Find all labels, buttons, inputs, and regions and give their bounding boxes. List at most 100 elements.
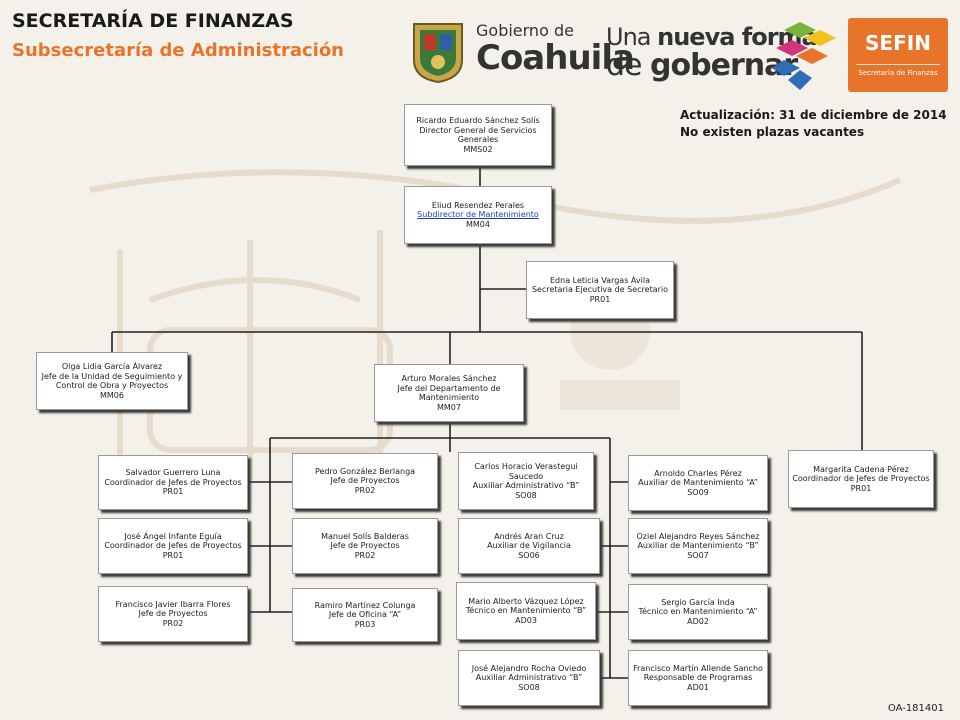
pedro-name: Pedro González Berlanga — [314, 466, 416, 476]
gobierno-de-text: Gobierno de — [476, 21, 574, 40]
org-box-andres: Andrés Aran Cruz Auxiliar de Vigilancia … — [458, 518, 600, 574]
mario-name: Mario Alberto Vázquez López — [468, 596, 584, 606]
sergio-title: Técnico en Mantenimiento “A” — [638, 607, 758, 617]
olga-title-2: Control de Obra y Proyectos — [55, 381, 169, 390]
org-box-carlos: Carlos Horacio Verastegui Saucedo Auxili… — [458, 452, 594, 510]
ramiro-code: PR03 — [354, 619, 376, 629]
org-box-francisco-allende: Francisco Martín Allende Sancho Responsa… — [628, 650, 768, 706]
arnoldo-code: SO09 — [687, 487, 709, 497]
gobierno-coahuila-logo: Gobierno de Coahuila — [476, 21, 635, 78]
colored-diamonds-icon — [772, 22, 836, 90]
francisco-allende-name: Francisco Martín Allende Sancho — [633, 663, 763, 673]
director-code: MMS02 — [463, 144, 493, 154]
ramiro-title: Jefe de Oficina “A” — [328, 610, 402, 620]
oziel-title: Auxiliar de Mantenimiento “B” — [637, 541, 759, 551]
director-name: Ricardo Eduardo Sánchez Solís — [416, 116, 540, 125]
org-box-director: Ricardo Eduardo Sánchez Solís Director G… — [404, 104, 552, 166]
org-box-ramiro: Ramiro Martínez Colunga Jefe de Oficina … — [292, 588, 438, 642]
arnoldo-name: Arnoldo Charles Pérez — [654, 468, 742, 478]
document-code: OA-181401 — [887, 703, 944, 714]
sergio-name: Sergio García Inda — [661, 597, 735, 607]
jose-alejandro-name: José Alejandro Rocha Oviedo — [471, 663, 587, 673]
manuel-code: PR02 — [354, 550, 376, 560]
sefin-text: SEFIN — [865, 31, 931, 55]
carlos-name-2: Saucedo — [508, 471, 544, 481]
sergio-code: AD02 — [687, 616, 709, 626]
olga-title-1: Jefe de la Unidad de Seguimiento y — [41, 371, 183, 381]
org-box-pedro: Pedro González Berlanga Jefe de Proyecto… — [292, 453, 438, 509]
andres-name: Andrés Aran Cruz — [494, 531, 564, 541]
arturo-name: Arturo Morales Sánchez — [401, 374, 497, 383]
salvador-title: Coordinador de Jefes de Proyectos — [104, 477, 242, 487]
olga-name: Olga Lidia García Álvarez — [61, 362, 163, 371]
manuel-name: Manuel Solís Balderas — [321, 531, 409, 541]
org-box-sergio: Sergio García Inda Técnico en Mantenimie… — [628, 584, 768, 640]
carlos-title: Auxiliar Administrativo “B” — [472, 481, 580, 490]
andres-code: SO06 — [518, 550, 540, 560]
page-subtitle: Subsecretaría de Administración — [12, 40, 344, 61]
sefin-logo: SEFIN Secretaría de Finanzas — [848, 18, 948, 92]
francisco-ibarra-name: Francisco Javier Ibarra Flores — [115, 599, 231, 609]
org-box-salvador: Salvador Guerrero Luna Coordinador de Je… — [98, 455, 248, 510]
org-box-margarita: Margarita Cadena Pérez Coordinador de Je… — [788, 450, 934, 508]
org-box-oziel: Oziel Alejandro Reyes Sánchez Auxiliar d… — [628, 518, 768, 574]
org-box-arturo: Arturo Morales Sánchez Jefe del Departam… — [374, 364, 524, 422]
slogan-de: de — [606, 48, 642, 83]
org-box-mario: Mario Alberto Vázquez López Técnico en M… — [456, 582, 596, 640]
arnoldo-title: Auxiliar de Mantenimiento “A” — [638, 478, 758, 488]
andres-title: Auxiliar de Vigilancia — [487, 541, 571, 551]
coahuila-text: Coahuila — [476, 38, 635, 78]
francisco-ibarra-code: PR02 — [162, 618, 184, 628]
oziel-name: Oziel Alejandro Reyes Sánchez — [636, 531, 760, 541]
margarita-name: Margarita Cadena Pérez — [813, 464, 909, 474]
org-box-secretary: Edna Leticia Vargas Ávila Secretaria Eje… — [526, 261, 674, 319]
olga-code: MM06 — [100, 390, 124, 400]
secretary-name: Edna Leticia Vargas Ávila — [550, 275, 650, 285]
pedro-title: Jefe de Proyectos — [330, 476, 400, 486]
vacancy-note: No existen plazas vacantes — [680, 125, 865, 139]
ramiro-name: Ramiro Martínez Colunga — [314, 600, 416, 610]
org-box-jose-alejandro: José Alejandro Rocha Oviedo Auxiliar Adm… — [458, 650, 600, 706]
jose-angel-code: PR01 — [162, 550, 184, 560]
slogan-gobernar: gobernar — [650, 48, 798, 83]
jose-alejandro-code: SO08 — [518, 682, 540, 692]
arturo-title: Jefe del Departamento de Mantenimiento — [397, 383, 501, 403]
org-box-manuel: Manuel Solís Balderas Jefe de Proyectos … — [292, 518, 438, 574]
carlos-name-1: Carlos Horacio Verastegui — [474, 462, 578, 471]
mario-title: Técnico en Mantenimiento “B” — [465, 606, 587, 616]
oziel-code: SO07 — [687, 550, 709, 560]
arturo-code: MM07 — [437, 402, 461, 412]
director-title: Director General de Servicios Generales — [419, 125, 537, 145]
margarita-code: PR01 — [850, 483, 872, 493]
org-box-subdirector: Eliud Resendez Perales Subdirector de Ma… — [404, 186, 552, 244]
org-box-francisco-ibarra: Francisco Javier Ibarra Flores Jefe de P… — [98, 586, 248, 642]
subdirector-code: MM04 — [466, 219, 490, 229]
carlos-code: SO08 — [515, 490, 537, 500]
subdirector-name: Eliud Resendez Perales — [431, 200, 525, 210]
sefin-subtext: Secretaría de Finanzas — [858, 69, 938, 77]
francisco-allende-title: Responsable de Programas — [643, 673, 753, 683]
update-date: Actualización: 31 de diciembre de 2014 — [680, 108, 947, 122]
pedro-code: PR02 — [354, 485, 376, 495]
subdirector-title-link[interactable]: Subdirector de Mantenimiento — [417, 210, 539, 220]
francisco-allende-code: AD01 — [687, 682, 709, 692]
org-box-arnoldo: Arnoldo Charles Pérez Auxiliar de Manten… — [628, 455, 768, 511]
secretary-code: PR01 — [589, 294, 611, 304]
jose-angel-name: José Ángel Infante Eguía — [124, 531, 222, 541]
coahuila-seal-logo — [413, 23, 463, 84]
jose-alejandro-title: Auxiliar Administrativo “B” — [475, 673, 583, 683]
org-box-jose-angel: José Ángel Infante Eguía Coordinador de … — [98, 518, 248, 574]
manuel-title: Jefe de Proyectos — [330, 541, 400, 551]
jose-angel-title: Coordinador de Jefes de Proyectos — [104, 541, 242, 551]
update-notes: Actualización: 31 de diciembre de 2014 N… — [680, 107, 947, 141]
francisco-ibarra-title: Jefe de Proyectos — [138, 609, 208, 619]
salvador-code: PR01 — [162, 487, 184, 497]
mario-code: AD03 — [515, 615, 537, 625]
page-title: SECRETARÍA DE FINANZAS — [12, 10, 294, 32]
secretary-title: Secretaria Ejecutiva de Secretario — [531, 285, 669, 295]
slogan-una: Una — [606, 23, 651, 51]
salvador-name: Salvador Guerrero Luna — [125, 468, 221, 478]
margarita-title: Coordinador de Jefes de Proyectos — [792, 474, 930, 484]
org-box-olga: Olga Lidia García Álvarez Jefe de la Uni… — [36, 352, 188, 410]
